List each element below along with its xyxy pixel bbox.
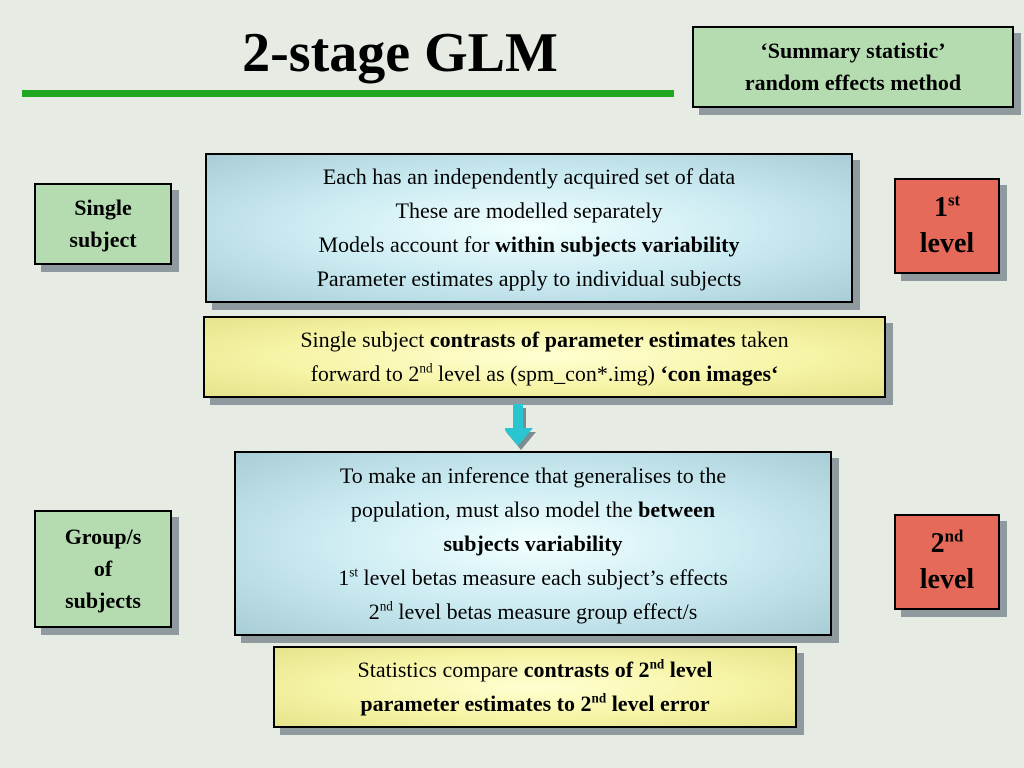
second-contrast-line-2-bold-2: level error [606,691,710,716]
second-level-word: level [919,564,975,595]
second-level-line-2-text: population, must also model the [350,496,639,522]
first-level-line-4: Parameter estimates apply to individual … [316,266,742,291]
con-images-text: ‘con images‘ [660,361,779,386]
second-contrast-sup: nd [649,656,665,672]
first-contrast-sup: nd [419,360,433,376]
second-level-description-box: To make an inference that generalises to… [234,451,832,636]
slide-title: 2-stage GLM [242,22,558,84]
second-level-suffix: nd [944,526,964,546]
subjects-variability-text: subjects variability [443,530,623,556]
line-4-text: level betas measure each subject’s effec… [358,564,728,590]
line-5-suffix: nd [379,598,393,614]
line-4-number: 1 [338,564,350,590]
first-contrast-line-2-pre: forward to 2 [310,361,420,386]
second-level-contrasts-box: Statistics compare contrasts of 2nd leve… [273,646,797,728]
first-contrast-line-2: forward to 2nd level as (spm_con*.img) ‘… [205,357,884,391]
second-contrast-line-2-sup: nd [591,690,607,706]
second-contrast-bold-2: level [664,657,713,682]
single-subject-line-2: subject [69,227,137,252]
single-subject-label: Single subject [34,183,172,265]
first-level-line-3: Models account for within subjects varia… [207,228,851,262]
second-level-line-4: 1st level betas measure each subject’s e… [236,561,830,595]
method-line-1: ‘Summary statistic’ [760,38,946,63]
first-level-suffix: st [947,190,961,210]
first-level-word: level [919,228,975,259]
first-level-line-1: Each has an independently acquired set o… [322,164,736,189]
second-level-line-1: To make an inference that generalises to… [339,462,727,488]
first-level-badge: 1st level [894,178,1000,274]
group-subjects-line-3: subjects [65,588,141,613]
second-level-badge: 2nd level [894,514,1000,610]
title-underline [22,90,674,97]
second-contrast-line-1: Statistics compare contrasts of 2nd leve… [275,653,795,687]
within-subjects-variability-text: within subjects variability [495,232,740,257]
contrasts-of-parameter-estimates-text: contrasts of parameter estimates [429,327,736,352]
first-level-line-2: These are modelled separately [395,198,663,223]
first-contrast-line-2-mid: level as (spm_con*.img) [432,361,661,386]
first-level-number: 1 [933,192,948,223]
first-level-ordinal: 1st [896,190,998,226]
first-level-line-3-text: Models account for [318,232,496,257]
down-arrow-icon [503,404,543,452]
line-5-text: level betas measure group effect/s [392,598,698,624]
first-level-description-box: Each has an independently acquired set o… [205,153,853,303]
second-contrast-line-2-bold: parameter estimates to 2 [360,691,592,716]
single-subject-line-1: Single [74,195,132,220]
second-level-number: 2 [930,528,945,559]
second-level-line-2: population, must also model the between [236,493,830,527]
method-box: ‘Summary statistic’ random effects metho… [692,26,1014,108]
second-level-ordinal: 2nd [896,526,998,562]
first-level-contrasts-box: Single subject contrasts of parameter es… [203,316,886,398]
first-contrast-line-1: Single subject contrasts of parameter es… [205,323,884,357]
second-level-line-5: 2nd level betas measure group effect/s [236,595,830,629]
first-contrast-pre: Single subject [300,327,430,352]
group-subjects-line-1: Group/s [64,524,142,549]
line-4-suffix: st [349,564,359,580]
line-5-number: 2 [368,598,380,624]
first-contrast-post: taken [735,327,789,352]
second-contrast-line-2: parameter estimates to 2nd level error [275,687,795,721]
second-contrast-bold: contrasts of 2 [523,657,650,682]
group-subjects-line-2: of [93,556,113,581]
between-text: between [638,496,716,522]
second-contrast-pre: Statistics compare [357,657,524,682]
method-line-2: random effects method [744,70,962,95]
group-subjects-label: Group/s of subjects [34,510,172,628]
